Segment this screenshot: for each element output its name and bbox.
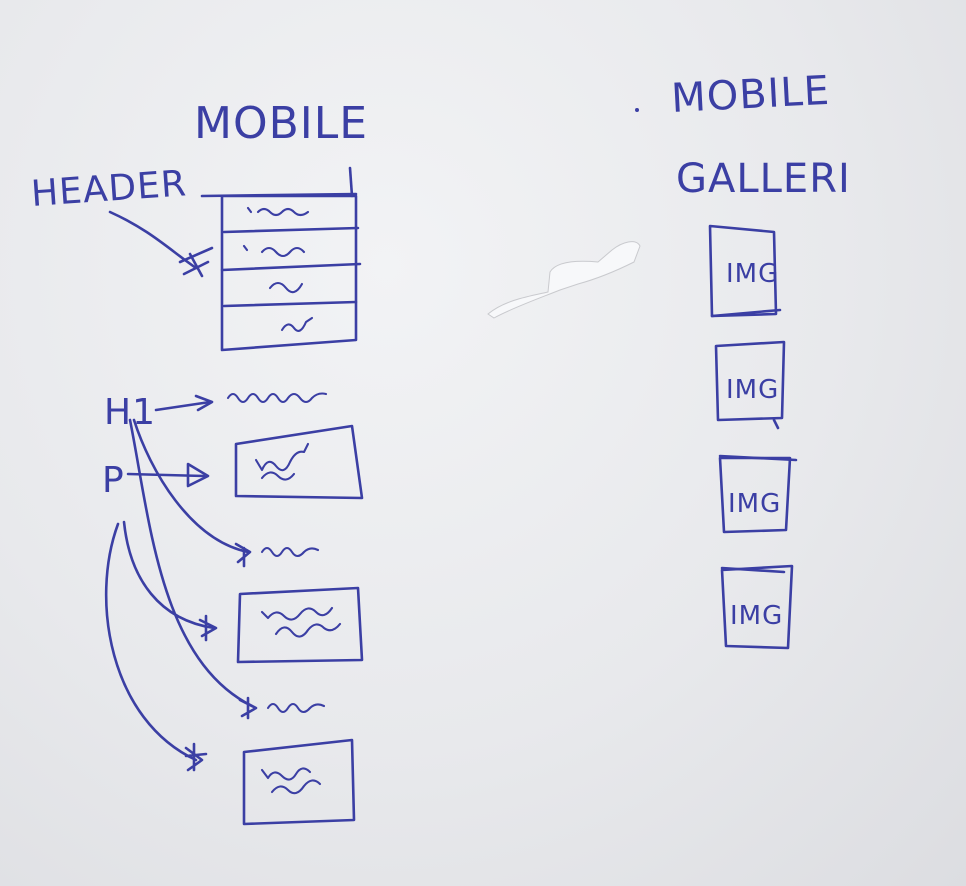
p-arrow-2 — [122, 520, 218, 642]
paragraph-box-1 — [234, 424, 364, 500]
header-row-text — [242, 206, 314, 332]
gallery-image-2: IMG — [714, 340, 786, 430]
h1-label: H1 — [104, 392, 156, 433]
gallery-image-1: IMG — [708, 224, 782, 318]
gallery-image-2-label: IMG — [726, 375, 779, 405]
gallery-image-3-label: IMG — [728, 489, 781, 519]
paper-tear — [487, 241, 641, 319]
h1-arrow — [154, 394, 214, 412]
gallery-image-4-label: IMG — [730, 601, 783, 631]
gallery-image-1-label: IMG — [726, 259, 779, 289]
paragraph-box-3 — [242, 738, 356, 826]
header-label: HEADER — [30, 163, 188, 215]
gallery-title-line2: GALLERI — [676, 156, 851, 202]
gallery-image-4: IMG — [720, 564, 794, 650]
p-arrow-3 — [104, 522, 208, 772]
header-block — [200, 166, 362, 352]
header-arrow — [108, 210, 214, 278]
gallery-title-line1: MOBILE — [670, 68, 831, 122]
pen-dot — [635, 108, 639, 112]
h1-arrow-3 — [128, 418, 258, 720]
p-label: P — [102, 460, 125, 501]
heading-squiggle-3 — [266, 702, 326, 714]
mobile-title: MOBILE — [194, 98, 368, 149]
gallery-image-3: IMG — [718, 454, 798, 534]
heading-squiggle-2 — [260, 546, 320, 558]
h1-arrow-2 — [132, 418, 252, 568]
paragraph-box-2 — [236, 586, 364, 664]
heading-squiggle-1 — [226, 392, 328, 404]
